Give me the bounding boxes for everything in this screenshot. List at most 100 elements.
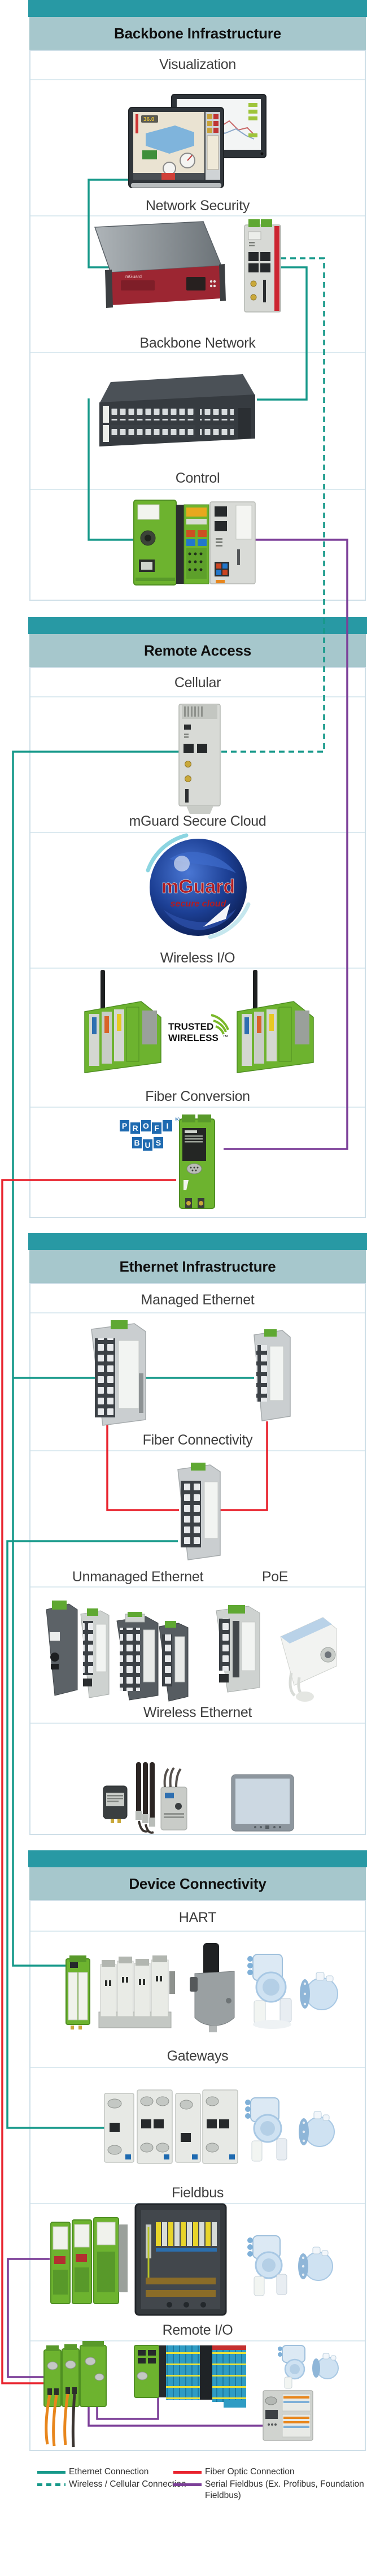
section-bar-device-connectivity: [28, 1850, 367, 1867]
wireless-io-station-left: [84, 970, 161, 1073]
fieldbus-flow-meter: [247, 2235, 287, 2296]
trusted-wireless-line1: TRUSTED: [168, 1021, 213, 1032]
fieldbus-junction-box: [134, 2203, 227, 2316]
fiber-connectivity-switch: [177, 1463, 221, 1560]
io-modules-green: [176, 504, 209, 584]
switch-5port: [80, 1608, 110, 1698]
section-box-device-connectivity: [29, 1900, 366, 2451]
row-label-unmanaged-ethernet: Unmanaged Ethernet: [72, 1569, 204, 1585]
gateways-flow-meter: [245, 2097, 287, 2162]
profibus-registered-mark: ®: [175, 1116, 180, 1123]
hart-flow-meter: [247, 1954, 292, 2029]
line-fieldbus-to-remote-io: [7, 2258, 50, 2378]
row-label-mguard-secure-cloud: mGuard Secure Cloud: [129, 813, 266, 829]
row-separator: [30, 489, 365, 490]
security-router-device: [244, 219, 281, 313]
hart-valve-instrument: [300, 1972, 338, 2010]
wireless-cellular-connections: [220, 257, 325, 753]
fiber-optic-connections: [1, 1179, 268, 2384]
hmi-panel-front: 36.0: [128, 107, 224, 188]
row-separator: [30, 968, 365, 969]
legend-swatch-wireless: [37, 2483, 65, 2486]
remote-io-valve-instrument: [312, 2353, 339, 2379]
row-label-fiber-conversion: Fiber Conversion: [145, 1088, 250, 1104]
section-bar-ethernet-infra: [28, 1233, 367, 1250]
switch-4port: [159, 1621, 189, 1702]
line-remoteio-to-axioline: [88, 2404, 263, 2427]
row-separator: [30, 1586, 365, 1588]
line-cellular-to-hart: [12, 751, 181, 1967]
row-separator: [30, 215, 365, 216]
trusted-wireless-tm: ™: [222, 1034, 228, 1040]
legend-swatch-ethernet: [37, 2471, 65, 2474]
row-separator: [30, 1450, 365, 1451]
section-title-device-connectivity: Device Connectivity: [129, 1875, 266, 1892]
managed-switch-small: [254, 1329, 291, 1421]
section-header-ethernet-infra: Ethernet Infrastructure: [29, 1250, 366, 1283]
line-fiber-switch-to-gateways: [6, 1540, 178, 2129]
section-title-backbone: Backbone Infrastructure: [114, 24, 281, 42]
row-label-wireless-io: Wireless I/O: [160, 950, 235, 966]
line-control-to-fiber-conversion: [224, 539, 348, 1150]
hart-gateway-green: [65, 1955, 90, 2029]
poe-switch: [216, 1605, 260, 1693]
section-bar-backbone: [28, 0, 367, 17]
security-rack-appliance: mGuard: [94, 221, 226, 308]
svg-text:F: F: [154, 1124, 159, 1133]
row-label-cellular: Cellular: [174, 675, 221, 691]
hart-module-rack: [98, 1955, 175, 2028]
managed-switch-large: [91, 1320, 146, 1426]
row-label-visualization: Visualization: [159, 57, 236, 72]
axioline-io-station: [263, 2390, 313, 2441]
section-title-remote-access: Remote Access: [143, 641, 252, 659]
row-separator: [30, 1931, 365, 1932]
cellular-router-device: [178, 704, 221, 814]
hmi-temp-readout: 36.0: [143, 116, 155, 123]
plc-controller-green: [133, 500, 177, 586]
row-separator: [30, 79, 365, 80]
line-security-to-cellular-dashed: [220, 257, 325, 753]
svg-text:U: U: [145, 1140, 150, 1150]
axc-controller-gray: [209, 501, 256, 584]
mguard-logo-subtitle: secure cloud: [171, 899, 227, 909]
line-backbone-switch-to-control: [88, 398, 134, 541]
legend-label-fiber: Fiber Optic Connection: [205, 2467, 295, 2477]
row-label-control: Control: [175, 470, 220, 486]
fieldbus-module-cluster: [50, 2217, 128, 2304]
fiber-converter-device: [179, 1114, 215, 1209]
switch-8port: [116, 1612, 159, 1701]
legend-label-ethernet: Ethernet Connection: [69, 2467, 149, 2477]
section-bar-remote-access: [28, 617, 367, 634]
wireless-io-station-right: [237, 970, 314, 1073]
gateways-valve-instrument: [299, 2111, 335, 2147]
row-separator: [30, 1107, 365, 1108]
mguard-secure-cloud-logo: mGuard secure cloud: [146, 833, 251, 939]
row-label-backbone-network: Backbone Network: [139, 335, 256, 351]
hart-transmitter: [190, 1943, 235, 2032]
row-label-wireless-ethernet: Wireless Ethernet: [143, 1705, 252, 1720]
fieldbus-valve-instrument: [298, 2247, 333, 2281]
row-label-managed-ethernet: Managed Ethernet: [141, 1292, 255, 1308]
section-title-ethernet-infra: Ethernet Infrastructure: [119, 1257, 276, 1275]
svg-text:O: O: [143, 1121, 149, 1130]
row-label-fieldbus: Fieldbus: [171, 2185, 224, 2201]
section-header-backbone: Backbone Infrastructure: [29, 17, 366, 50]
serial-gateway-cluster: [104, 2089, 238, 2164]
line-remoteio-converter-to-station: [96, 2397, 159, 2420]
serial-fieldbus-connections: [7, 539, 348, 2427]
remote-io-flow-meter: [278, 2345, 305, 2389]
svg-text:B: B: [134, 1138, 139, 1147]
svg-text:I: I: [167, 1121, 169, 1130]
wireless-antennas: [136, 1762, 155, 1834]
remote-io-station: [134, 2345, 246, 2408]
row-separator: [30, 2067, 365, 2068]
svg-text:P: P: [122, 1121, 127, 1130]
legend-swatch-serial: [173, 2483, 202, 2486]
appliance-brand-label: mGuard: [125, 274, 142, 279]
media-converter-switch: [46, 1601, 78, 1696]
row-separator: [30, 1723, 365, 1724]
remote-io-fiber-converters: [43, 2341, 107, 2448]
line-managed2-to-fiber-switch: [219, 1421, 268, 1511]
row-separator: [30, 352, 365, 353]
trusted-wireless-line2: WIRELESS: [168, 1033, 219, 1043]
